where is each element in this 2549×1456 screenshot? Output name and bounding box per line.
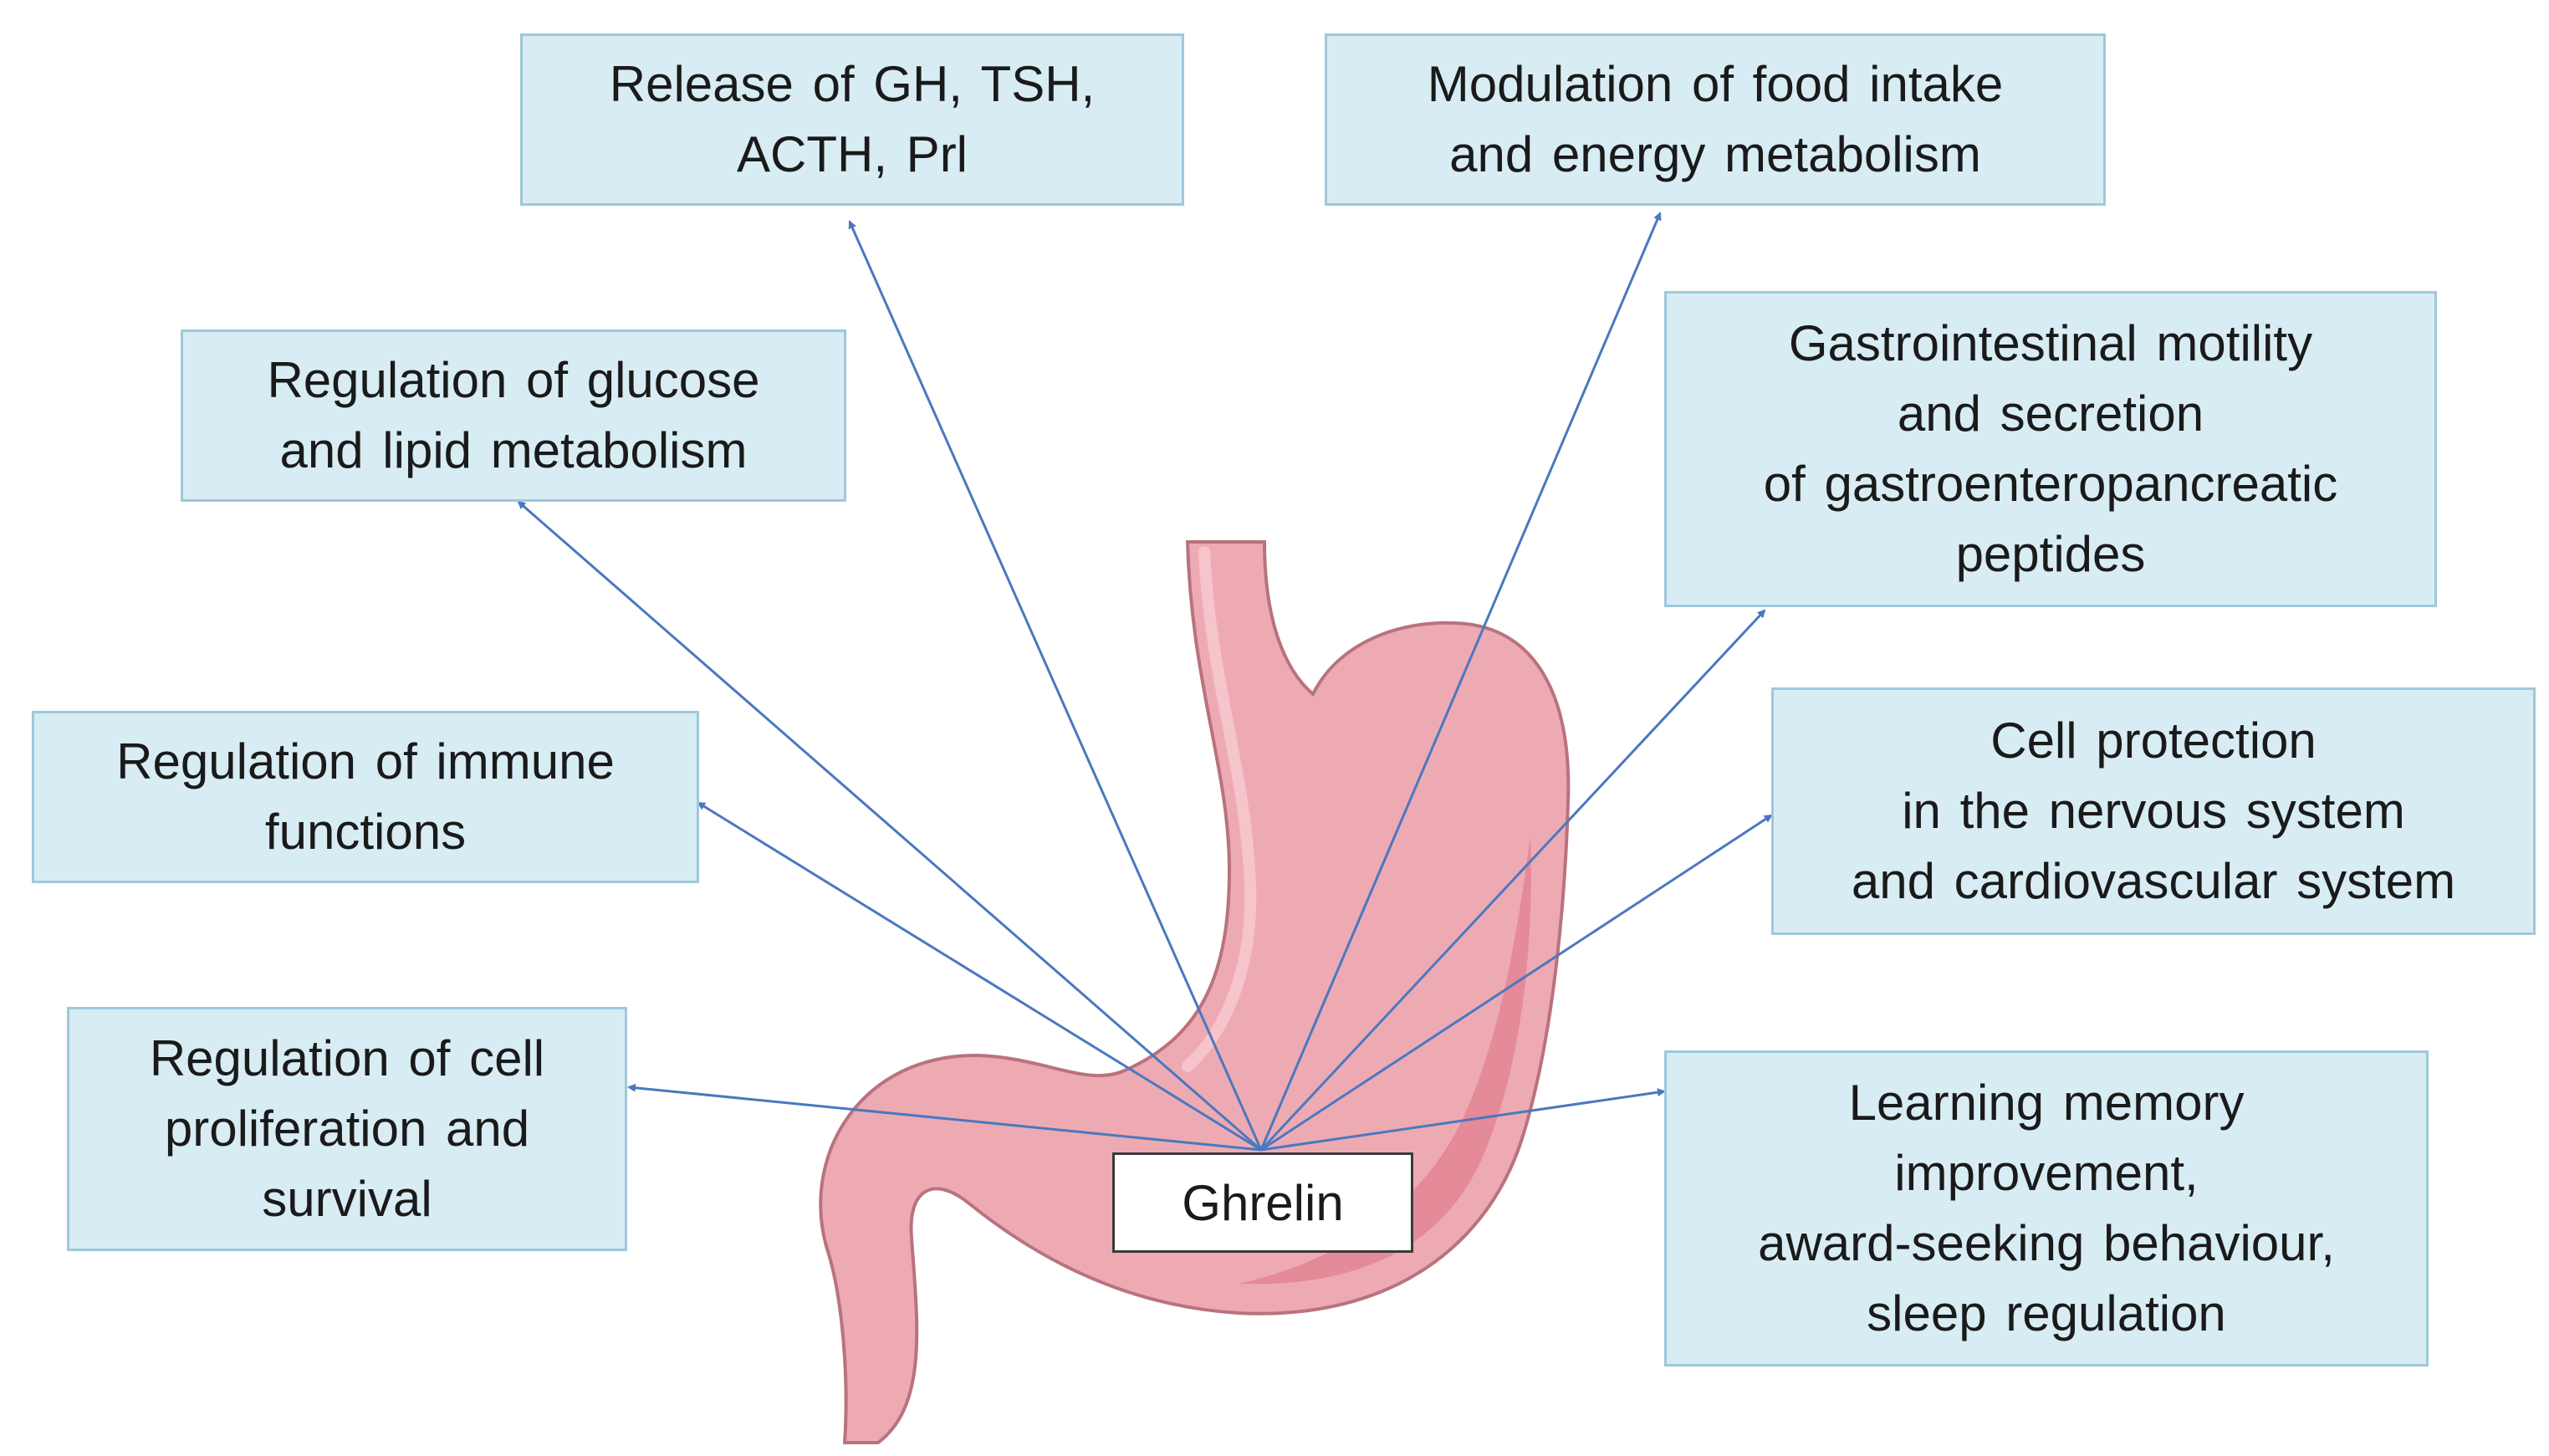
arrow-to-cell-protection <box>1260 814 1773 1152</box>
arrow-to-immune <box>697 801 1262 1152</box>
box-line: and lipid metabolism <box>279 422 748 478</box>
box-line: in the nervous system <box>1902 783 2405 839</box>
box-learning-memory: Learning memory improvement, award-seeki… <box>1664 1050 2429 1367</box>
box-line: proliferation and <box>164 1101 530 1157</box>
box-line: and energy metabolism <box>1449 126 1981 182</box>
ghrelin-label: Ghrelin <box>1112 1152 1413 1253</box>
box-line: survival <box>262 1171 432 1227</box>
box-gastrointestinal: Gastrointestinal motility and secretion … <box>1664 291 2437 607</box>
arrow-to-learning-memory <box>1260 1088 1666 1152</box>
box-line: Regulation of glucose <box>267 352 760 408</box>
box-line: Regulation of immune <box>116 733 615 789</box>
box-food-intake: Modulation of food intake and energy met… <box>1325 33 2106 206</box>
box-line: Learning memory <box>1848 1075 2245 1131</box>
box-line: Modulation of food intake <box>1427 56 2004 112</box>
arrow-to-glucose-lipid <box>517 500 1262 1152</box>
ghrelin-text: Ghrelin <box>1182 1174 1344 1231</box>
arrow-to-gastrointestinal <box>1259 609 1766 1152</box>
arrow-to-food-intake <box>1259 212 1662 1151</box>
box-cell-protection: Cell protection in the nervous system an… <box>1771 687 2536 935</box>
box-line: improvement, <box>1894 1145 2199 1201</box>
box-glucose-lipid: Regulation of glucose and lipid metaboli… <box>181 330 846 502</box>
box-line: ACTH, Prl <box>737 126 968 182</box>
box-line: peptides <box>1955 526 2146 582</box>
box-hormone-release: Release of GH, TSH, ACTH, Prl <box>520 33 1184 206</box>
box-line: and secretion <box>1897 386 2204 442</box>
box-line: Cell protection <box>1990 713 2317 769</box>
box-cell-proliferation: Regulation of cell proliferation and sur… <box>67 1007 627 1251</box>
box-line: of gastroenteropancreatic <box>1763 456 2338 512</box>
box-immune: Regulation of immune functions <box>32 711 699 883</box>
arrow-to-hormone-release <box>848 220 1263 1151</box>
arrows-group <box>517 212 1773 1152</box>
stomach-highlight <box>1182 546 1257 1072</box>
arrow-to-cell-proliferation <box>627 1083 1262 1152</box>
box-line: Release of GH, TSH, <box>609 56 1096 112</box>
box-line: and cardiovascular system <box>1851 853 2456 909</box>
box-line: functions <box>264 804 467 860</box>
box-line: Gastrointestinal motility <box>1788 315 2313 371</box>
box-line: sleep regulation <box>1867 1285 2226 1341</box>
stomach-lining <box>1238 836 1531 1285</box>
box-line: Regulation of cell <box>149 1030 545 1086</box>
stomach-illustration <box>819 540 1571 1444</box>
box-line: award-seeking behaviour, <box>1758 1215 2335 1271</box>
stomach-body <box>819 540 1571 1444</box>
